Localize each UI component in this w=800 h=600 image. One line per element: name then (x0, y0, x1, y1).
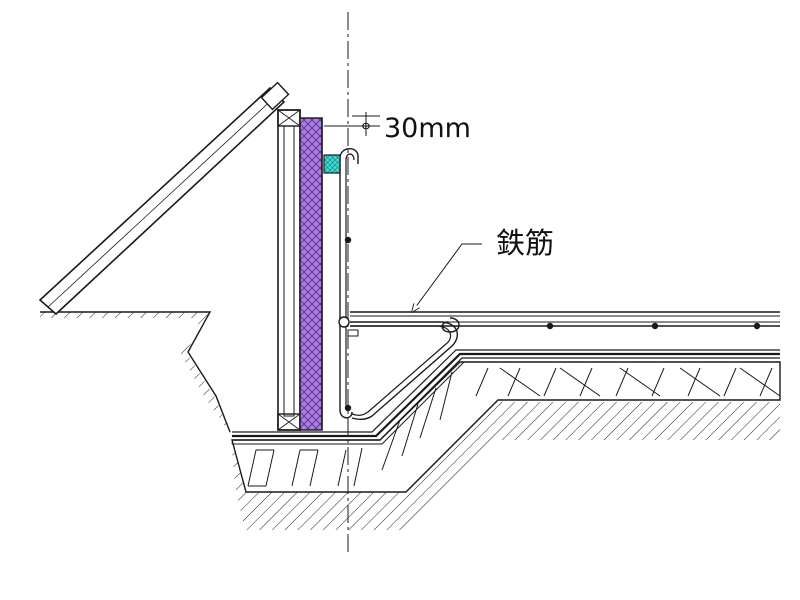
rebar-dot (344, 404, 352, 412)
insulation-board (299, 117, 323, 431)
dimension-symbol: Φ (362, 120, 371, 133)
rebar-label: 鉄筋 (496, 226, 554, 260)
rebar-dot (753, 322, 761, 330)
slab-layers (232, 349, 780, 445)
inclined-strut (38, 81, 290, 316)
rebar-dot (546, 322, 554, 330)
dimension-label: 30mm (384, 113, 471, 144)
spacer-block (323, 154, 341, 174)
wall-panel (277, 109, 301, 431)
dimension-30mm: Φ 30mm (324, 112, 471, 144)
haunch-rebar (350, 321, 459, 421)
rebar-callout: 鉄筋 (412, 226, 554, 312)
rebar-dot (651, 322, 659, 330)
